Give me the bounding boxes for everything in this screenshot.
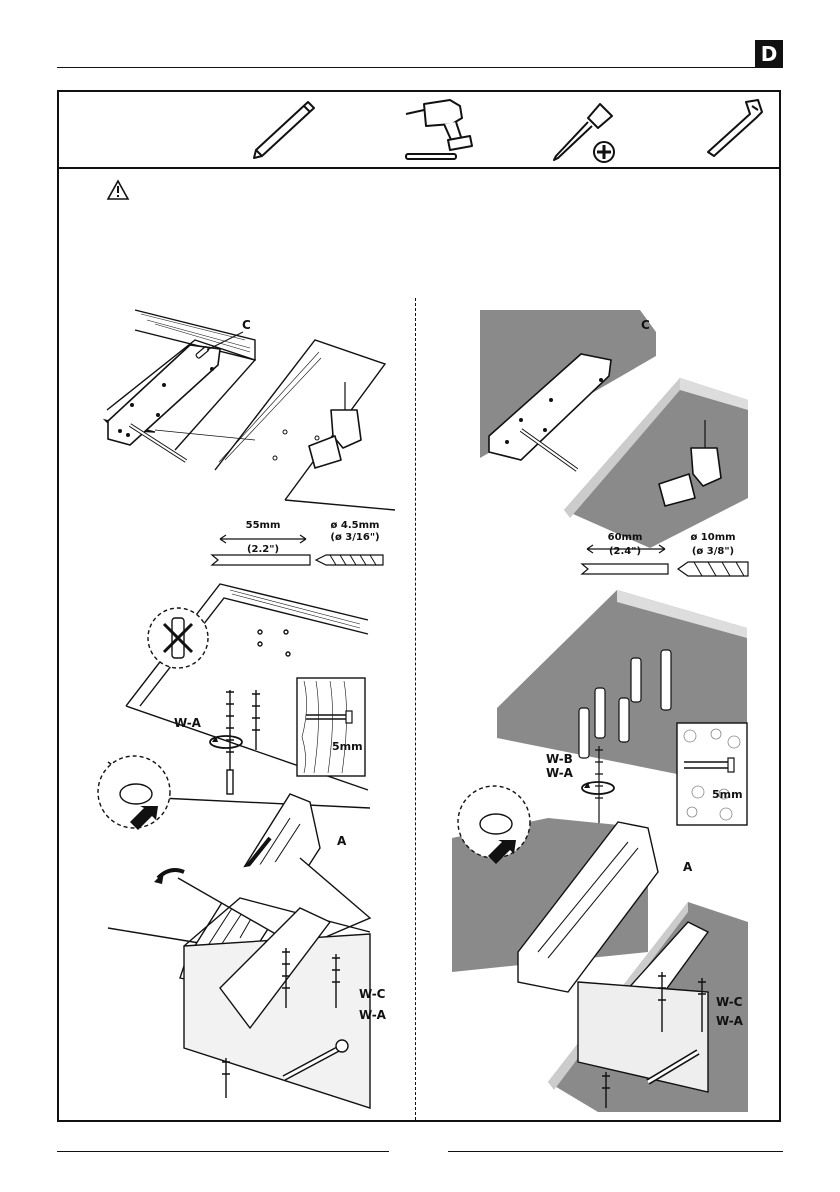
right-plate-c <box>485 340 635 470</box>
left-mount-illustration <box>100 748 380 1108</box>
right-washer-label: W-C <box>716 995 742 1009</box>
left-drill-depth: 55mm <box>228 520 298 532</box>
right-plate-label: C <box>641 318 650 332</box>
left-plate-leader <box>205 330 245 352</box>
right-drill-depth: 60mm <box>590 532 660 544</box>
warning-triangle-icon <box>107 180 129 200</box>
right-drill-diameter-in: (ø 3/8") <box>678 546 748 558</box>
left-drill-bit <box>210 552 385 568</box>
right-anchor-label: W-B <box>546 752 573 766</box>
left-screw-label-2: W-A <box>359 1008 386 1022</box>
tool-row-divider <box>57 167 781 169</box>
section-tab: D <box>755 40 783 68</box>
right-drill-depth-in: (2.4") <box>590 546 660 558</box>
footer-rule-left <box>57 1151 389 1152</box>
right-drill-illustration <box>655 418 725 508</box>
wrench-icon <box>700 96 768 162</box>
pencil-icon <box>248 98 318 162</box>
left-drill-illustration <box>295 380 365 470</box>
drill-icon <box>400 96 478 164</box>
left-screw-label: W-A <box>174 716 201 730</box>
footer-rule-right <box>448 1151 783 1152</box>
panel-divider <box>415 298 416 1120</box>
right-screw-label-2: W-A <box>716 1014 743 1028</box>
right-drill-diameter: ø 10mm <box>678 532 748 544</box>
left-no-anchor-icon <box>146 606 210 670</box>
right-screw-label: W-A <box>546 766 573 780</box>
left-depth-arrow <box>218 534 308 544</box>
right-mount-label: A <box>683 860 692 874</box>
left-washer-label: W-C <box>359 987 385 1001</box>
right-drill-bit <box>580 560 750 578</box>
right-mount-illustration <box>448 782 750 1112</box>
left-mount-label: A <box>337 834 346 848</box>
screwdriver-icon <box>548 98 618 164</box>
top-rule <box>57 67 783 68</box>
left-drill-diameter-in: (ø 3/16") <box>320 532 390 544</box>
left-drill-diameter: ø 4.5mm <box>320 520 390 532</box>
left-plate-c <box>100 335 250 465</box>
